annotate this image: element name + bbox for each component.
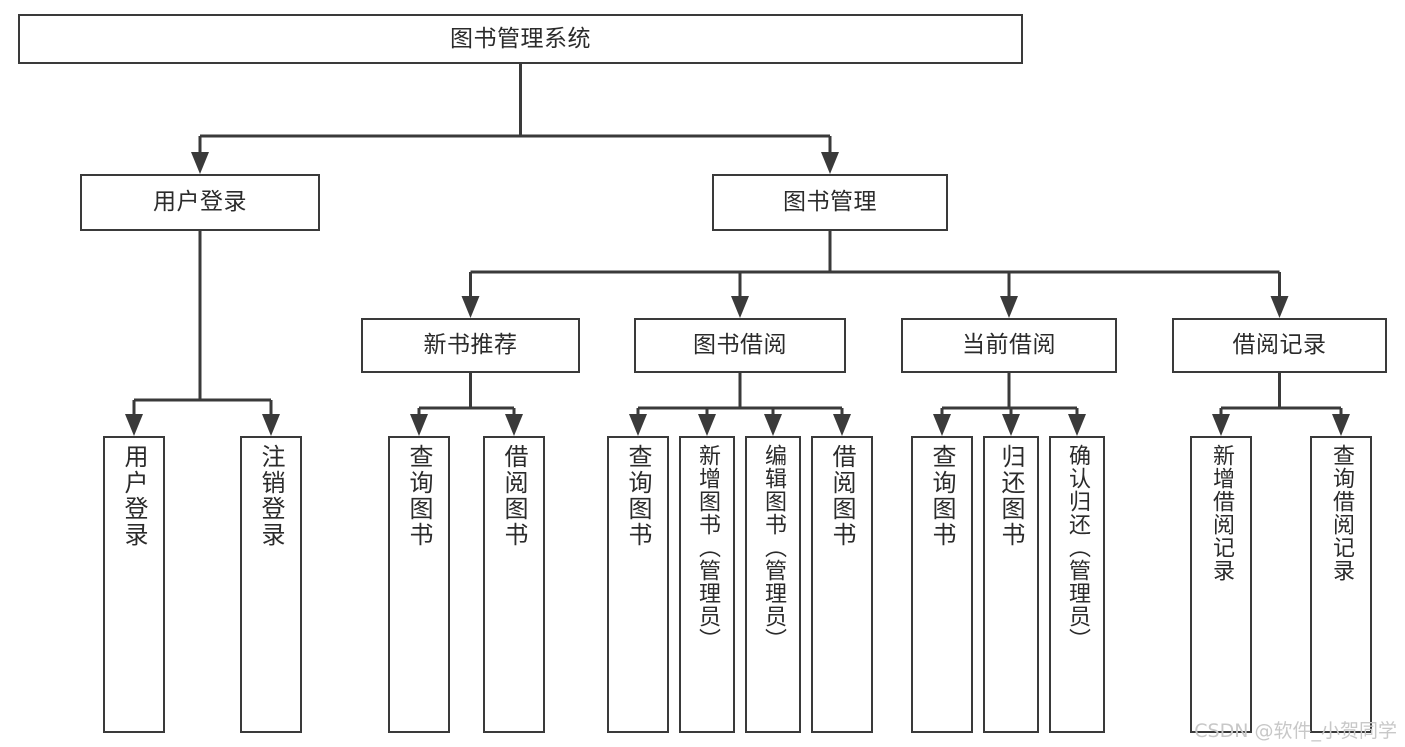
node-records[interactable]: 借阅记录	[1172, 318, 1387, 373]
node-label: 查询图书	[928, 444, 956, 548]
node-leaf-bor-2[interactable]: 新增图书（管理员）	[679, 436, 735, 733]
node-label: 编辑图书（管理员）	[761, 444, 786, 651]
arrow-head-leaf-new-1	[410, 414, 428, 436]
arrow-head-leaf-rec-1	[1212, 414, 1230, 436]
arrow-head-leaf-rec-2	[1332, 414, 1350, 436]
arrow-head-leaf-bor-3	[764, 414, 782, 436]
node-current[interactable]: 当前借阅	[901, 318, 1117, 373]
node-leaf-bor-3[interactable]: 编辑图书（管理员）	[745, 436, 801, 733]
node-bookmgmt[interactable]: 图书管理	[712, 174, 948, 231]
node-label: 借阅图书	[828, 444, 856, 548]
node-leaf-bor-4[interactable]: 借阅图书	[811, 436, 873, 733]
node-leaf-login-1[interactable]: 用户登录	[103, 436, 165, 733]
node-label: 新书推荐	[423, 332, 518, 359]
node-leaf-rec-1[interactable]: 新增借阅记录	[1190, 436, 1252, 733]
arrow-head-borrow	[731, 296, 749, 318]
node-label: 当前借阅	[962, 332, 1056, 359]
node-label: 新增图书（管理员）	[695, 444, 720, 651]
node-label: 用户登录	[120, 444, 148, 548]
arrow-head-current	[1000, 296, 1018, 318]
node-leaf-new-1[interactable]: 查询图书	[388, 436, 450, 733]
arrow-head-leaf-cur-3	[1068, 414, 1086, 436]
node-leaf-cur-2[interactable]: 归还图书	[983, 436, 1039, 733]
arrow-head-login	[191, 152, 209, 174]
arrow-head-records	[1270, 296, 1289, 318]
arrow-head-newbook	[461, 296, 480, 318]
node-label: 确认归还（管理员）	[1065, 444, 1090, 651]
arrow-head-leaf-login-2	[262, 414, 280, 436]
arrow-head-leaf-bor-4	[833, 414, 851, 436]
arrow-head-leaf-cur-1	[933, 414, 951, 436]
node-leaf-bor-1[interactable]: 查询图书	[607, 436, 669, 733]
node-login[interactable]: 用户登录	[80, 174, 320, 231]
arrow-head-leaf-login-1	[125, 414, 143, 436]
node-leaf-login-2[interactable]: 注销登录	[240, 436, 302, 733]
node-label: 查询图书	[624, 444, 652, 548]
node-leaf-cur-1[interactable]: 查询图书	[911, 436, 973, 733]
node-label: 注销登录	[257, 444, 285, 548]
node-label: 图书管理系统	[450, 25, 591, 52]
watermark: CSDN @软件_小贺同学	[1194, 720, 1397, 742]
node-label: 图书借阅	[693, 332, 787, 359]
arrow-head-bookmgmt	[821, 152, 839, 174]
node-label: 查询借阅记录	[1329, 444, 1354, 582]
node-root[interactable]: 图书管理系统	[18, 14, 1023, 64]
node-leaf-cur-3[interactable]: 确认归还（管理员）	[1049, 436, 1105, 733]
node-newbook[interactable]: 新书推荐	[361, 318, 580, 373]
node-borrow[interactable]: 图书借阅	[634, 318, 846, 373]
arrow-head-leaf-bor-1	[629, 414, 647, 436]
node-label: 借阅图书	[500, 444, 528, 548]
node-leaf-new-2[interactable]: 借阅图书	[483, 436, 545, 733]
node-label: 查询图书	[405, 444, 433, 548]
arrow-head-leaf-bor-2	[698, 414, 716, 436]
node-label: 新增借阅记录	[1209, 444, 1234, 582]
node-leaf-rec-2[interactable]: 查询借阅记录	[1310, 436, 1372, 733]
node-label: 借阅记录	[1232, 332, 1327, 359]
node-label: 图书管理	[783, 189, 877, 216]
node-label: 归还图书	[997, 444, 1025, 548]
arrow-head-leaf-cur-2	[1002, 414, 1020, 436]
arrow-head-leaf-new-2	[505, 414, 523, 436]
node-label: 用户登录	[153, 189, 247, 216]
